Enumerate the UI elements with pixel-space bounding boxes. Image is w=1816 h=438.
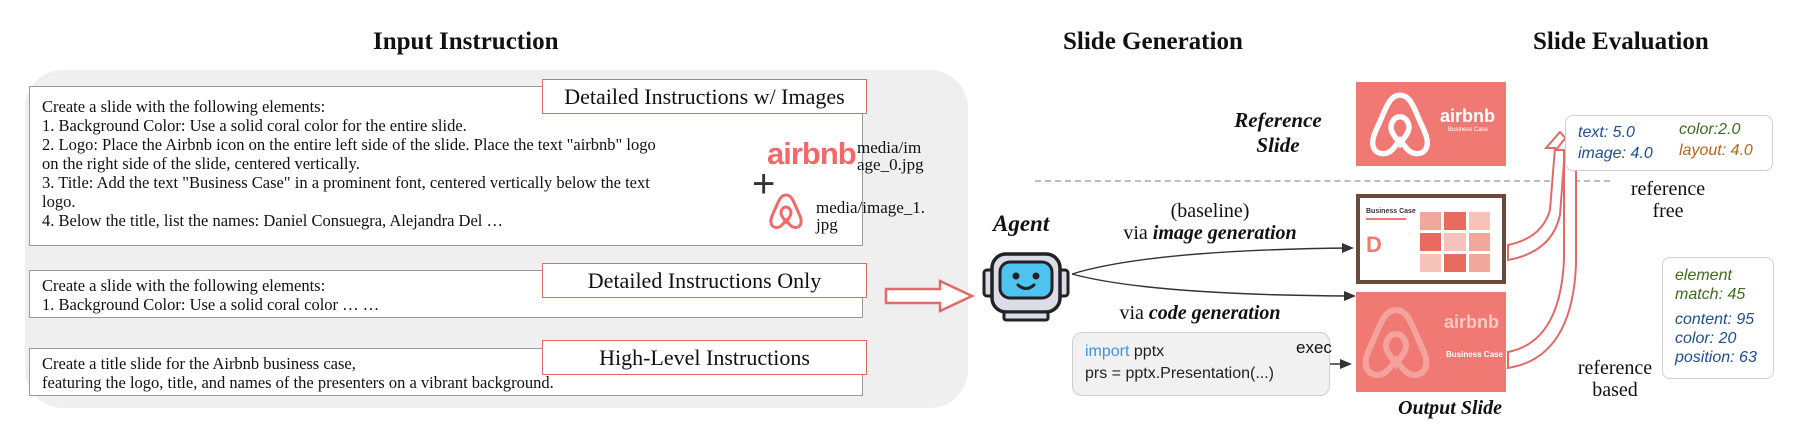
heading-slide-generation: Slide Generation	[1063, 28, 1243, 55]
reference-slide-label: Reference Slide	[1234, 108, 1322, 157]
score-element-match: element match: 45	[1675, 267, 1746, 303]
tag-high-level: High-Level Instructions	[542, 340, 867, 375]
slide-title: Business Case	[1446, 350, 1503, 359]
reference-free-label: reference free	[1630, 178, 1706, 222]
slide-title: Business Case	[1366, 208, 1416, 215]
exec-label: exec	[1296, 338, 1332, 357]
code-snippet: import pptx prs = pptx.Presentation(...)	[1072, 332, 1330, 396]
media-path-1: media/image_1. jpg	[816, 198, 926, 234]
airbnb-logo-icon	[1369, 92, 1431, 157]
heading-input-instruction: Input Instruction	[373, 28, 559, 55]
robot-icon	[982, 252, 1070, 322]
instruction-text: Create a title slide for the Airbnb busi…	[42, 354, 554, 392]
score-image: image: 4.0	[1578, 145, 1653, 162]
score-details: content: 95 color: 20 position: 63	[1675, 311, 1757, 366]
reference-slide-image: airbnb Business Case	[1356, 82, 1506, 166]
output-slide-label: Output Slide	[1398, 397, 1502, 419]
slide-wordmark: airbnb	[1444, 312, 1500, 332]
media-path-0: media/im age_0.jpg	[857, 138, 924, 174]
output-slide-image: airbnb Business Case	[1356, 292, 1506, 392]
reference-based-scores: element match: 45 content: 95 color: 20 …	[1662, 257, 1774, 379]
tag-detailed-images: Detailed Instructions w/ Images	[542, 79, 867, 114]
instruction-text: Create a slide with the following elemen…	[42, 97, 656, 230]
agent-label: Agent	[993, 211, 1050, 236]
score-text: text: 5.0	[1578, 124, 1635, 141]
slide-letter: D	[1366, 232, 1382, 257]
score-color: color:2.0	[1679, 121, 1741, 138]
input-to-agent-arrow	[884, 279, 975, 313]
score-layout: layout: 4.0	[1679, 142, 1753, 159]
airbnb-logo-icon	[1362, 306, 1430, 378]
separator-line	[1035, 180, 1610, 182]
reference-free-scores: text: 5.0 image: 4.0 color:2.0 layout: 4…	[1565, 115, 1773, 171]
reference-based-label: reference based	[1577, 357, 1653, 401]
airbnb-logo-icon	[769, 193, 803, 229]
baseline-label: (baseline) via image generation	[1123, 200, 1297, 244]
heading-slide-evaluation: Slide Evaluation	[1533, 28, 1709, 55]
tag-detailed-only: Detailed Instructions Only	[542, 263, 867, 298]
plus-icon: +	[752, 162, 776, 206]
airbnb-wordmark-image: airbnb	[767, 136, 857, 171]
code-generation-label: via code generation	[1119, 302, 1281, 324]
slide-wordmark: airbnb	[1440, 106, 1496, 126]
slide-subtitle: Business Case	[1448, 127, 1489, 133]
baseline-slide-image: Business Case D	[1356, 194, 1506, 284]
instruction-text: Create a slide with the following elemen…	[42, 276, 380, 314]
